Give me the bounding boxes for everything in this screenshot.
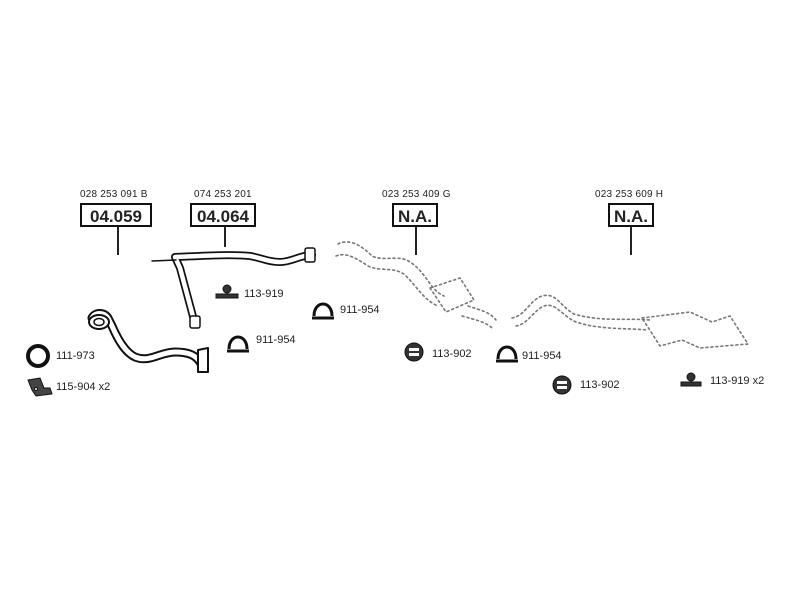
leader-line bbox=[630, 227, 632, 255]
accessory-label: 911-954 bbox=[256, 334, 296, 346]
part-code-box[interactable]: 04.059 bbox=[80, 203, 152, 227]
accessory-label: 111-973 bbox=[56, 350, 95, 362]
rubber-mount-icon[interactable] bbox=[215, 284, 239, 299]
leader-line bbox=[415, 227, 417, 255]
accessory-label: 113-919 bbox=[244, 288, 284, 300]
accessory-label: 911-954 bbox=[340, 304, 380, 316]
rubber-ring-icon[interactable] bbox=[552, 375, 572, 395]
accessory-label: 113-919 x2 bbox=[710, 375, 765, 387]
part-number: 028 253 091 B bbox=[80, 189, 148, 200]
part-code-box[interactable]: 04.064 bbox=[190, 203, 256, 227]
part-code-box[interactable]: N.A. bbox=[608, 203, 654, 227]
rear-silencer-drawing bbox=[511, 294, 750, 349]
accessory-label: 113-902 bbox=[432, 348, 472, 360]
clamp-icon[interactable] bbox=[312, 302, 334, 320]
front-pipe-drawing bbox=[87, 309, 209, 373]
part-code-box[interactable]: N.A. bbox=[392, 203, 438, 227]
rubber-mount-icon[interactable] bbox=[680, 372, 702, 387]
accessory-label: 115-904 x2 bbox=[56, 381, 111, 393]
accessory-label: 911-954 bbox=[522, 350, 562, 362]
bracket-icon[interactable] bbox=[27, 377, 53, 397]
leader-line bbox=[224, 227, 226, 247]
part-number: 023 253 609 H bbox=[595, 189, 664, 200]
clamp-icon[interactable] bbox=[227, 335, 249, 353]
part-number: 074 253 201 bbox=[194, 189, 252, 200]
middle-silencer-drawing bbox=[335, 241, 497, 329]
intermediate-pipe-drawing bbox=[151, 247, 316, 329]
clamp-icon[interactable] bbox=[496, 345, 518, 363]
part-number: 023 253 409 G bbox=[382, 189, 451, 200]
accessory-label: 113-902 bbox=[580, 379, 620, 391]
gasket-ring-icon[interactable] bbox=[26, 344, 50, 368]
rubber-ring-icon[interactable] bbox=[404, 342, 424, 362]
leader-line bbox=[117, 227, 119, 255]
